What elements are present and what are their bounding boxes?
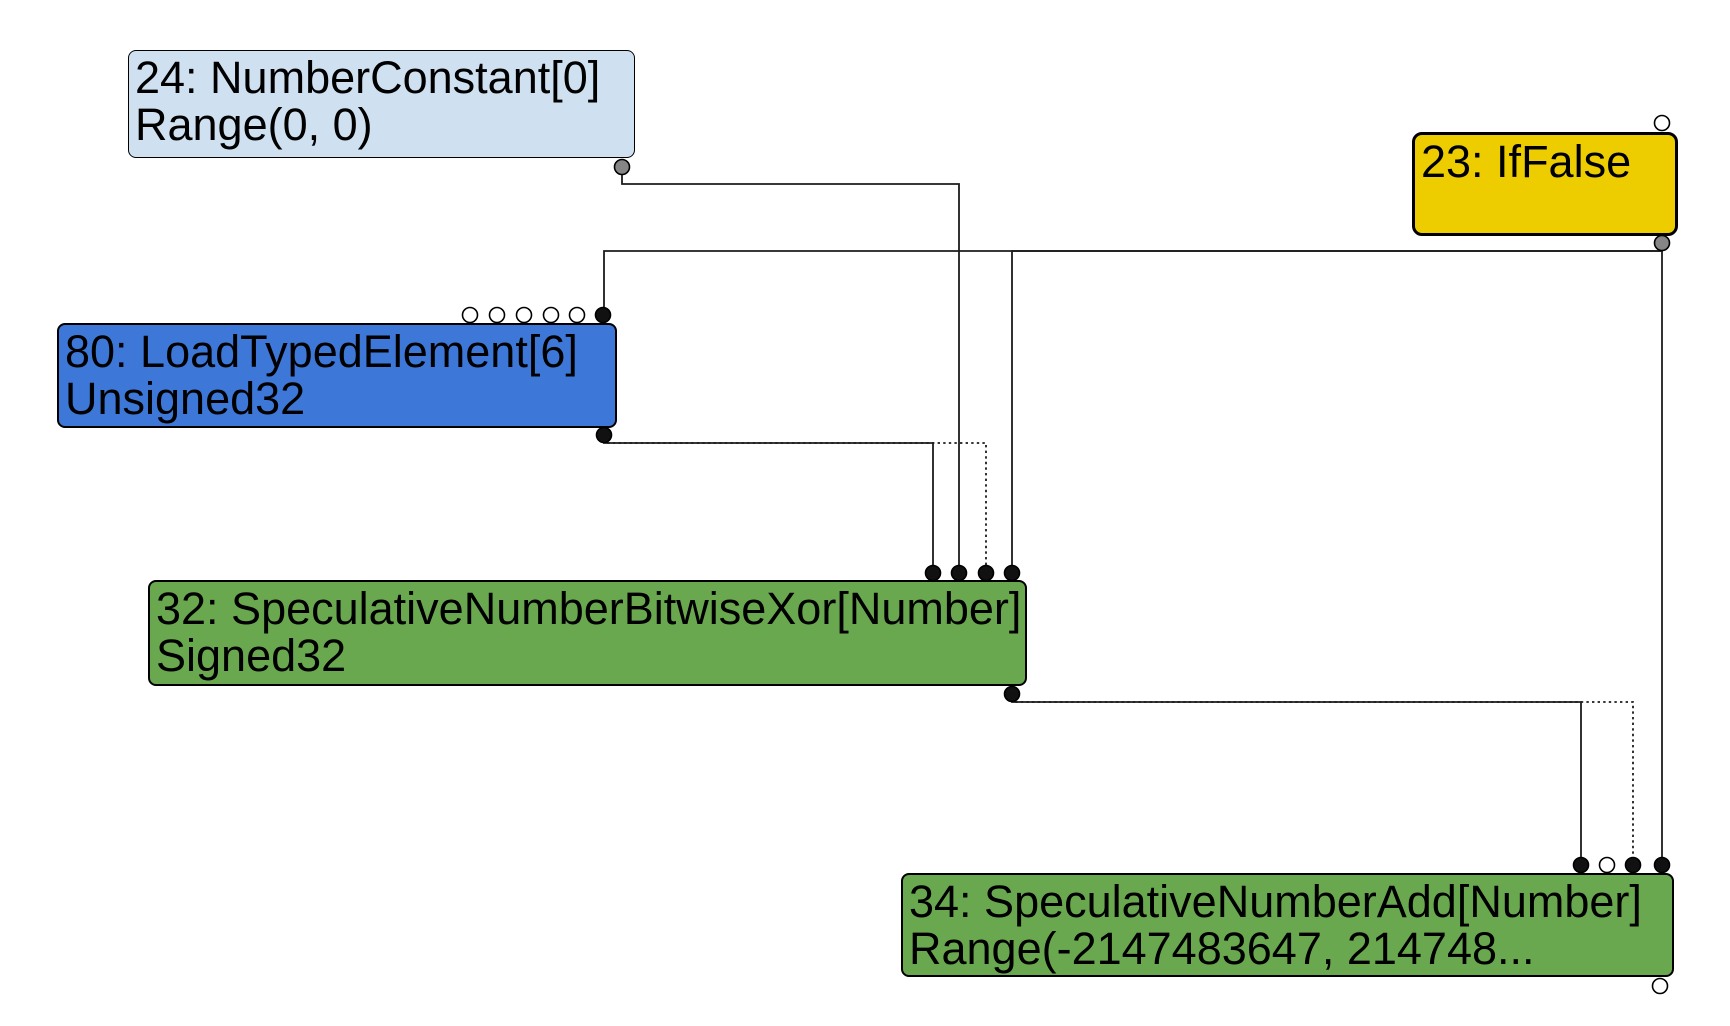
port-32-input-3[interactable] <box>1003 564 1021 582</box>
port-32-input-0[interactable] <box>924 564 942 582</box>
edge-80-to-32-effect <box>603 435 987 573</box>
edge-32-to-34-value <box>1011 694 1582 865</box>
edge-23-to-80-control <box>603 243 1663 314</box>
edge-32-to-34-effect <box>1011 694 1634 865</box>
port-34-input-0[interactable] <box>1572 856 1590 874</box>
port-34-input-1[interactable] <box>1598 856 1616 874</box>
port-23-output[interactable] <box>1653 234 1671 252</box>
port-24-output[interactable] <box>613 158 631 176</box>
port-34-output[interactable] <box>1651 977 1669 995</box>
edge-23-to-32-control <box>1011 243 1663 573</box>
port-80-input-1[interactable] <box>488 306 506 324</box>
port-80-input-0[interactable] <box>461 306 479 324</box>
port-80-input-2[interactable] <box>515 306 533 324</box>
port-32-output[interactable] <box>1003 685 1021 703</box>
edge-80-to-32-value <box>603 435 934 573</box>
port-80-input-5[interactable] <box>594 306 612 324</box>
port-80-output[interactable] <box>595 426 613 444</box>
port-32-input-2[interactable] <box>977 564 995 582</box>
port-80-input-4[interactable] <box>568 306 586 324</box>
port-34-input-2[interactable] <box>1624 856 1642 874</box>
port-80-input-3[interactable] <box>542 306 560 324</box>
edge-24-to-32-value <box>621 167 960 573</box>
port-32-input-1[interactable] <box>950 564 968 582</box>
port-34-input-3[interactable] <box>1653 856 1671 874</box>
port-23-input[interactable] <box>1653 114 1671 132</box>
